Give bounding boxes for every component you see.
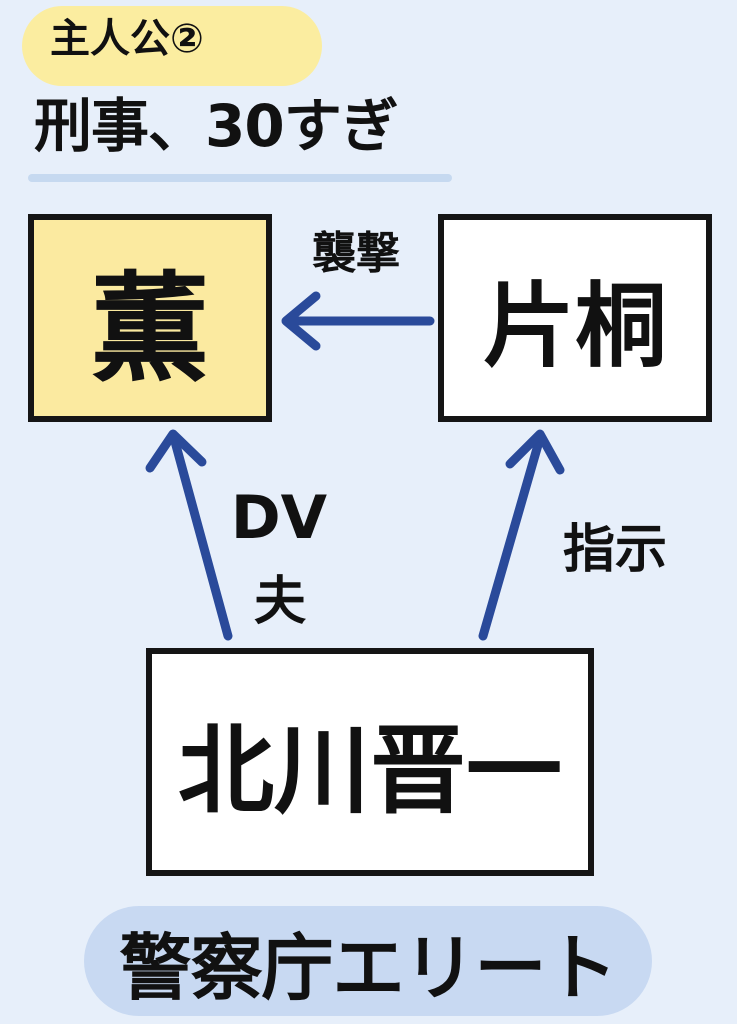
arrow-dv: [145, 429, 233, 641]
node-kitagawa: 北川晋一: [146, 648, 594, 876]
protagonist-badge: 主人公②: [50, 16, 204, 62]
node-kitagawa-label: 北川晋一: [178, 714, 562, 827]
arrow-instruct: [478, 429, 565, 641]
arrow-attack: [281, 291, 435, 351]
node-katagiri: 片桐: [438, 214, 712, 422]
badge-background: [22, 6, 322, 86]
subtitle-underline: [28, 174, 452, 182]
node-katagiri-label: 片桐: [482, 272, 667, 380]
footer-label: 警察庁エリート: [119, 925, 617, 1010]
edge-label-dv: DV: [230, 483, 328, 553]
node-kaoru: 薫: [28, 214, 272, 422]
edge-label-instruct: 指示: [562, 520, 667, 580]
node-kaoru-label: 薫: [90, 259, 209, 398]
edge-label-husband: 夫: [253, 572, 306, 632]
subtitle: 刑事、30すぎ: [34, 92, 399, 160]
edge-label-attack: 襲撃: [312, 228, 400, 279]
footer-pill-background: [84, 906, 652, 1016]
